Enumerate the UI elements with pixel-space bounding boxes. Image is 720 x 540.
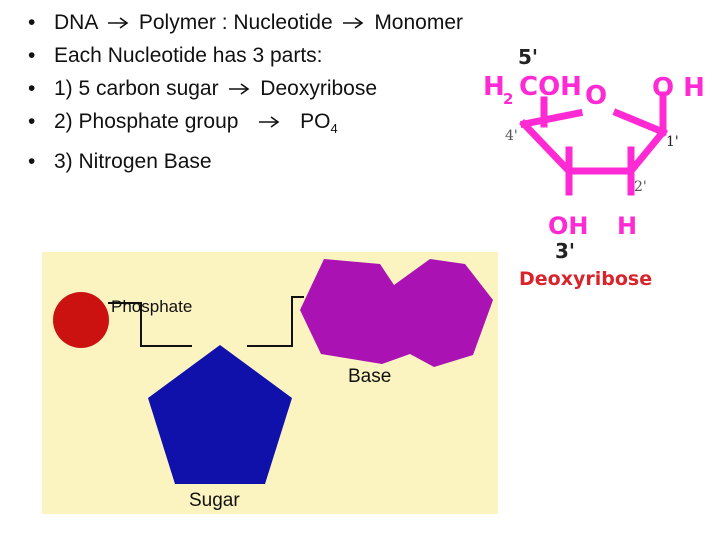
bullet-text-parts: Each Nucleotide has 3 parts: <box>54 44 323 67</box>
phosphate-sugar-bond <box>108 302 192 347</box>
bullet-three-parts: Each Nucleotide has 3 parts: <box>28 39 463 72</box>
bullet-text-monomer: Monomer <box>374 11 464 34</box>
deoxyribose-structure: 5' H 2 COH O O H 4' 1' 2' OH H 3' Deoxyr… <box>483 45 705 290</box>
ring-bond-o-c1 <box>612 108 668 137</box>
label-h2: H <box>483 72 505 102</box>
bullet-text-dna: DNA <box>54 11 98 34</box>
sugar-base-bond <box>247 296 304 347</box>
bullet-list: DNA Polymer : Nucleotide Monomer Each Nu… <box>28 6 463 178</box>
label-coh: COH <box>519 72 582 102</box>
arrow-right-icon <box>343 17 364 30</box>
bullet-text-po-subscript: 4 <box>330 121 338 136</box>
deoxyribose-caption: Deoxyribose <box>519 268 652 290</box>
label-2-prime: 2' <box>634 179 647 195</box>
label-oh-c3: OH <box>548 212 589 240</box>
bullet-text-polymer: Polymer : Nucleotide <box>138 11 333 34</box>
arrow-right-icon <box>108 17 129 30</box>
arrow-right-icon <box>259 116 280 129</box>
label-3-prime: 3' <box>555 239 575 263</box>
label-4-prime: 4' <box>505 128 518 144</box>
ring-bond-c2-c1 <box>626 127 668 176</box>
label-h-c2: H <box>617 212 637 240</box>
bullet-text-base: 3) Nitrogen Base <box>54 150 212 173</box>
bullet-text-sugar: 1) 5 carbon sugar <box>54 77 219 100</box>
bullet-dna-polymer: DNA Polymer : Nucleotide Monomer <box>28 6 463 39</box>
ring-bond-c4-o <box>519 108 584 129</box>
arrow-right-icon <box>229 83 250 96</box>
bullet-text-phosphate: 2) Phosphate group <box>54 110 239 133</box>
bullet-text-deoxyribose: Deoxyribose <box>260 77 378 100</box>
nucleotide-diagram: Phosphate Base Sugar <box>42 252 498 514</box>
bullet-base: 3) Nitrogen Base <box>28 145 463 178</box>
base-hexagons <box>300 259 493 367</box>
bullet-text-po: PO <box>300 110 331 133</box>
label-5-prime: 5' <box>518 45 538 69</box>
base-label: Base <box>348 366 391 387</box>
sugar-pentagon <box>148 345 292 484</box>
bullet-sugar: 1) 5 carbon sugar Deoxyribose <box>28 72 463 105</box>
label-oh-c1: O H <box>652 73 705 103</box>
label-1-prime: 1' <box>666 134 679 150</box>
phosphate-label: Phosphate <box>111 297 192 316</box>
label-ring-oxygen: O <box>585 81 607 111</box>
bullet-phosphate: 2) Phosphate group PO4 <box>28 105 463 145</box>
label-h2-subscript: 2 <box>503 90 513 108</box>
ring-bond-c4-c3 <box>519 119 574 176</box>
phosphate-circle <box>53 292 109 348</box>
sugar-label: Sugar <box>189 490 240 511</box>
